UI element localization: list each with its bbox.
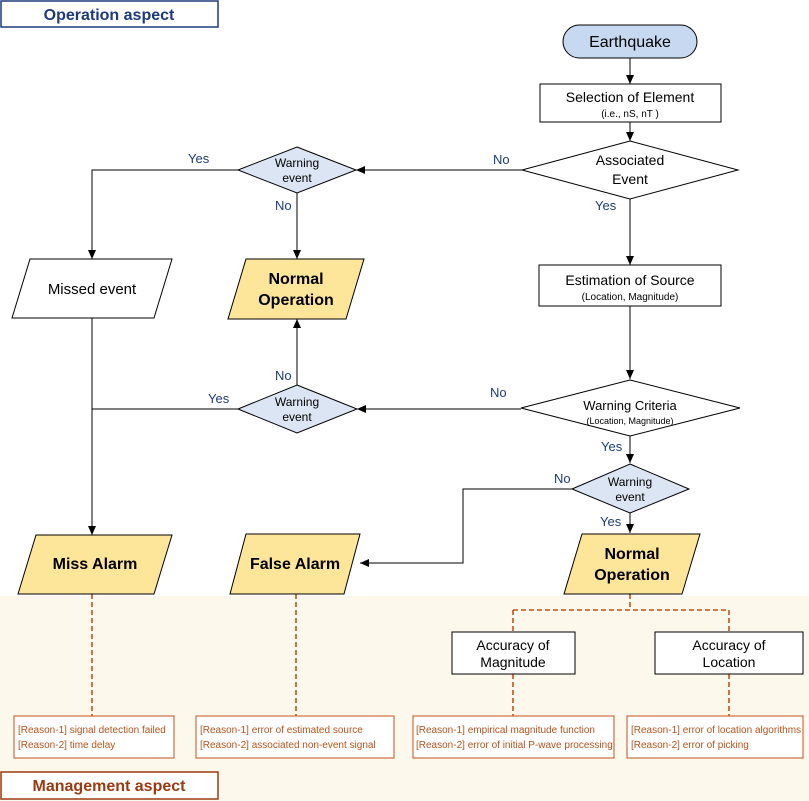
- selection-of-element-node: Selection of Element (i.e., nS, nT ): [539, 83, 722, 123]
- edge-label-yes-warning1: Yes: [188, 151, 210, 166]
- normal-operation-top-line1: Normal: [268, 271, 323, 288]
- normal-operation-bottom-node: Normal Operation: [563, 533, 701, 595]
- warning-event-1-line1: Warning: [275, 156, 319, 170]
- normal-operation-top-line2: Operation: [258, 292, 334, 309]
- edge-label-no-warning1: No: [275, 198, 292, 213]
- normal-operation-top-node: Normal Operation: [227, 258, 365, 320]
- edge-label-no-warning3: No: [554, 471, 571, 486]
- edge-label-no-criteria: No: [490, 385, 507, 400]
- connectors: [88, 58, 634, 567]
- normal-operation-bottom-line1: Normal: [604, 546, 659, 563]
- edge-label-yes-warning3: Yes: [600, 514, 622, 529]
- management-aspect-label: Management aspect: [33, 778, 187, 795]
- reason-box-false-alarm: [Reason-1] error of estimated source [Re…: [195, 715, 395, 759]
- false-alarm-label: False Alarm: [250, 556, 340, 573]
- warning-event-decision-3: Warning event: [570, 463, 691, 514]
- estimation-label: Estimation of Source: [565, 272, 694, 288]
- edge-label-no-warning2: No: [275, 368, 292, 383]
- reason-box-miss-alarm: [Reason-1] signal detection failed [Reas…: [13, 715, 175, 759]
- management-aspect-header: Management aspect: [0, 771, 219, 800]
- warning-criteria-label: Warning Criteria: [583, 398, 677, 413]
- miss-alarm-node: Miss Alarm: [17, 534, 173, 595]
- associated-event-decision: Associated Event: [520, 140, 740, 200]
- warning-event-1-line2: event: [282, 171, 312, 185]
- missed-event-node: Missed event: [11, 258, 173, 319]
- associated-label-line1: Associated: [596, 152, 664, 168]
- selection-label: Selection of Element: [566, 89, 695, 105]
- false-alarm-node: False Alarm: [229, 533, 361, 595]
- earthquake-node: Earthquake: [562, 24, 698, 59]
- reason-false-alarm-2: [Reason-2] associated non-event signal: [200, 740, 376, 751]
- warning-event-3-line2: event: [615, 490, 645, 504]
- estimation-of-source-node: Estimation of Source (Location, Magnitud…: [538, 264, 722, 307]
- edge-label-no-associated: No: [493, 152, 510, 167]
- edge-label-yes-criteria: Yes: [601, 439, 623, 454]
- reason-miss-alarm-1: [Reason-1] signal detection failed: [18, 725, 166, 736]
- operation-aspect-label: Operation aspect: [44, 7, 175, 24]
- reason-location-2: [Reason-2] error of picking: [631, 740, 749, 751]
- operation-aspect-header: Operation aspect: [0, 0, 219, 28]
- arrow-warning1-yes-to-missed: [88, 169, 238, 259]
- reason-location-1: [Reason-1] error of location algorithms: [631, 725, 801, 736]
- earthquake-label: Earthquake: [589, 34, 671, 51]
- accuracy-location-line2: Location: [703, 654, 756, 670]
- management-aspect-background: [0, 596, 809, 801]
- warning-criteria-decision: Warning Criteria (Location, Magnitude): [520, 379, 741, 437]
- reason-magnitude-1: [Reason-1] empirical magnitude function: [416, 725, 595, 736]
- reason-magnitude-2: [Reason-2] error of initial P-wave proce…: [416, 740, 613, 751]
- warning-event-decision-1: Warning event: [236, 146, 358, 194]
- arrow-warning3-no-to-false-alarm: [360, 488, 572, 567]
- warning-event-2-line2: event: [282, 410, 312, 424]
- accuracy-of-location-node: Accuracy of Location: [654, 631, 804, 675]
- edge-labels: Yes No No Yes No Yes No Yes No Yes: [188, 151, 623, 529]
- warning-criteria-sublabel: (Location, Magnitude): [586, 416, 673, 426]
- accuracy-magnitude-line2: Magnitude: [480, 654, 546, 670]
- accuracy-location-line1: Accuracy of: [692, 637, 765, 653]
- accuracy-of-magnitude-node: Accuracy of Magnitude: [451, 631, 576, 675]
- warning-event-2-line1: Warning: [275, 395, 319, 409]
- warning-event-3-line1: Warning: [608, 475, 652, 489]
- normal-operation-bottom-line2: Operation: [594, 567, 670, 584]
- associated-label-line2: Event: [612, 171, 648, 187]
- reason-box-magnitude: [Reason-1] empirical magnitude function …: [412, 715, 615, 759]
- accuracy-magnitude-line1: Accuracy of: [476, 637, 549, 653]
- missed-event-label: Missed event: [48, 281, 137, 298]
- estimation-sublabel: (Location, Magnitude): [582, 292, 679, 303]
- selection-sublabel: (i.e., nS, nT ): [601, 109, 659, 120]
- reason-box-location: [Reason-1] error of location algorithms …: [626, 715, 804, 759]
- edge-label-yes-associated: Yes: [595, 198, 617, 213]
- miss-alarm-label: Miss Alarm: [53, 556, 138, 573]
- warning-event-decision-2: Warning event: [236, 384, 359, 434]
- reason-miss-alarm-2: [Reason-2] time delay: [18, 740, 115, 751]
- edge-label-yes-warning2: Yes: [208, 391, 230, 406]
- reason-false-alarm-1: [Reason-1] error of estimated source: [200, 725, 363, 736]
- management-dashed-lines: [91, 594, 730, 716]
